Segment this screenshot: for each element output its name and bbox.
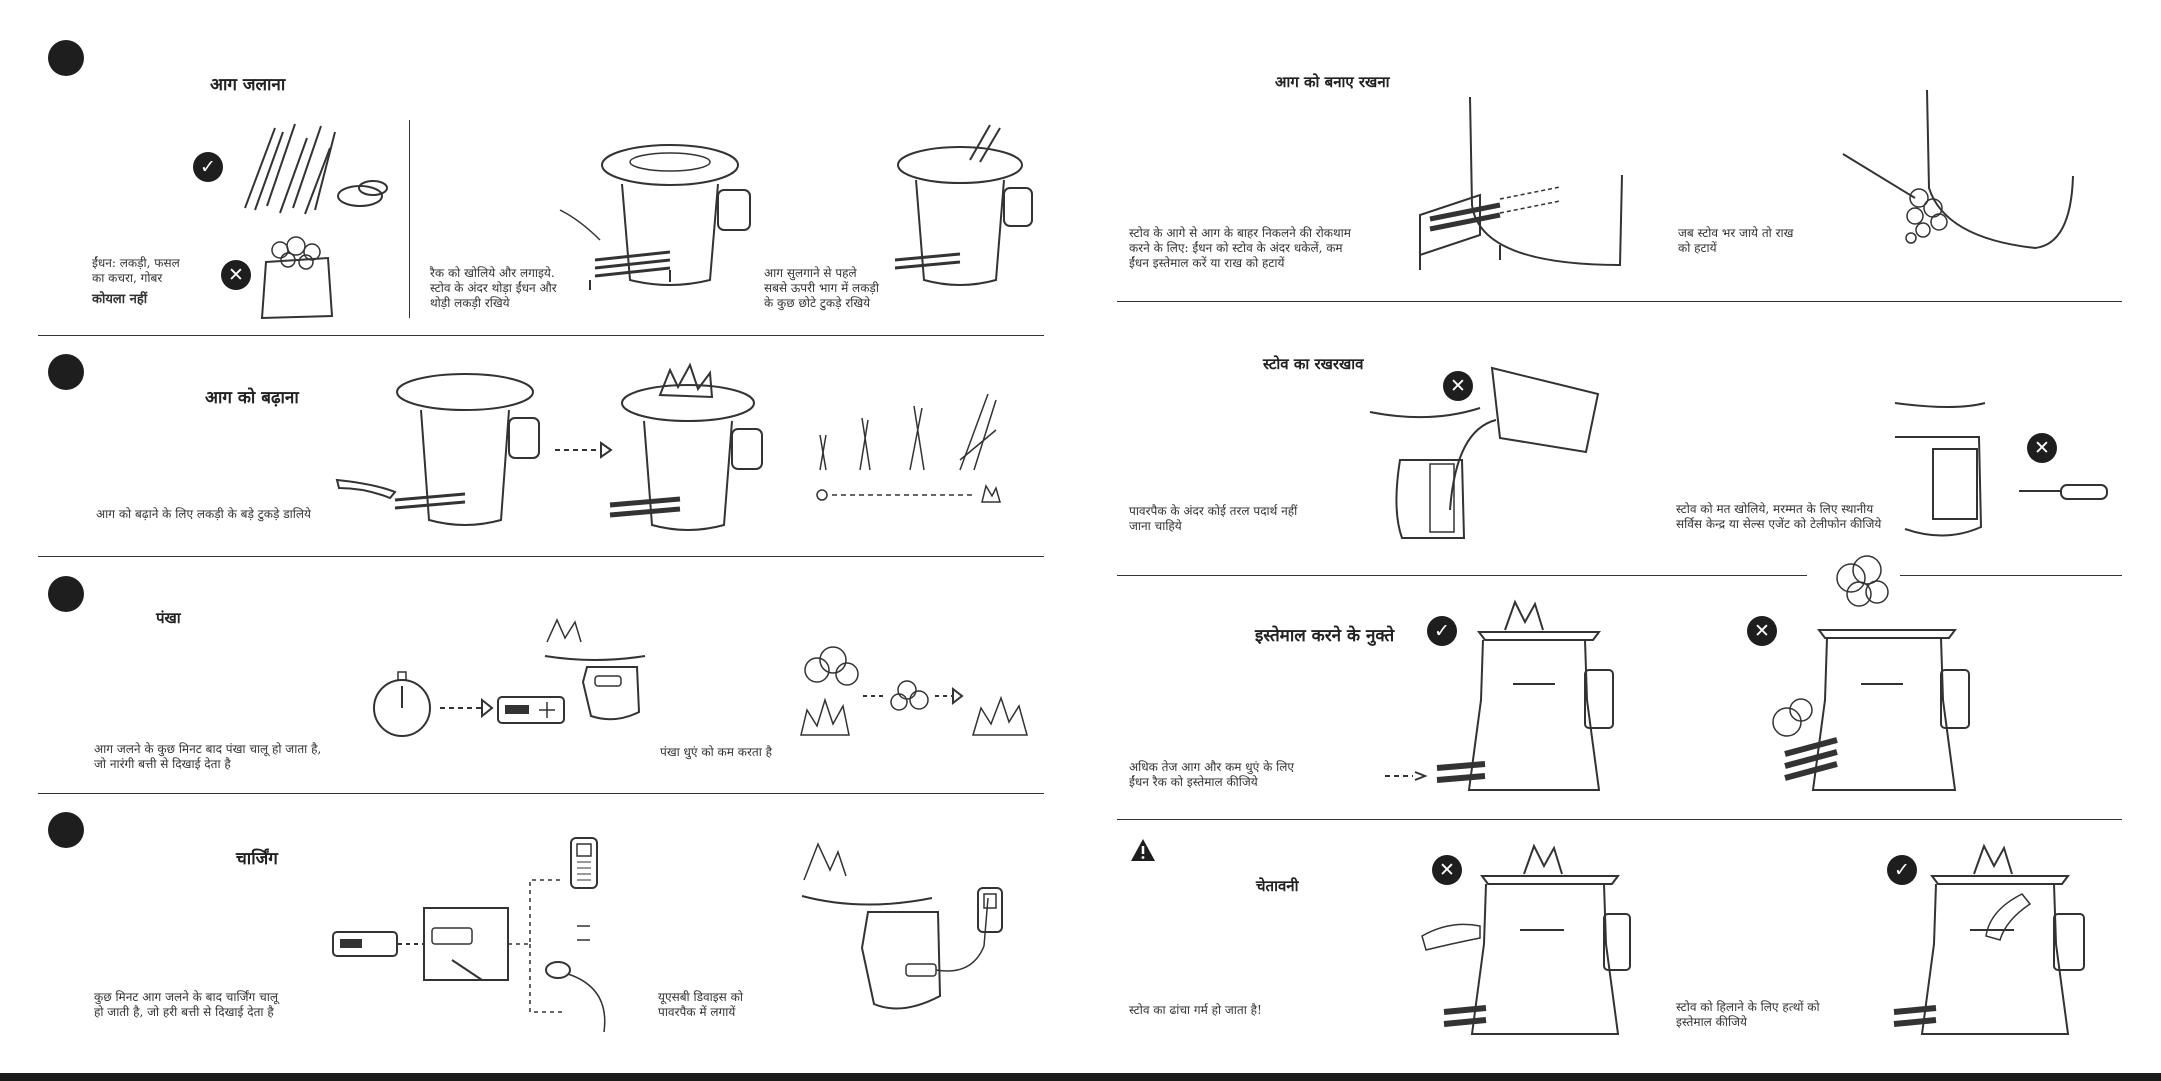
stove-fuel-push-illustration — [1400, 95, 1625, 270]
section-divider — [1117, 301, 2122, 302]
smoke-reduction-illustration — [795, 640, 1035, 740]
smoke-caption: पंखा धुएं को कम करता है — [660, 745, 772, 759]
usage-caption: अधिक तेज आग और कम धुएं के लिए ईंधन रैक क… — [1129, 760, 1295, 789]
wood-size-chart-illustration — [810, 390, 1010, 510]
rack-caption: रैक को खोलिये और लगाइये. स्टोव के अंदर थ… — [430, 266, 557, 310]
cross-icon: ✕ — [1747, 616, 1777, 646]
stove-rack-good-illustration — [1385, 600, 1620, 795]
powerpack-fan-illustration — [545, 612, 645, 727]
section-title-fan: पंखा — [156, 609, 181, 627]
powerpack-charging-illustration — [802, 836, 1017, 1026]
section-title-warning: चेतावनी — [1256, 877, 1299, 895]
stove-kindling-illustration — [890, 120, 1040, 300]
arrow-dashed — [555, 440, 615, 460]
stove-burning-illustration — [600, 365, 770, 540]
phone-icon — [565, 836, 605, 896]
divider-vertical — [409, 120, 410, 318]
section-title-light-fire: आग जलाना — [210, 75, 286, 95]
cross-icon: ✕ — [1443, 371, 1473, 401]
coal-bag-illustration — [258, 232, 338, 322]
section-divider — [1117, 575, 1807, 576]
step-number-dot-3 — [48, 576, 84, 612]
section-title-charging: चार्जिंग — [236, 849, 278, 869]
fuel-sticks-illustration — [235, 118, 395, 218]
handles-caption: स्टोव को हिलाने के लिए हत्थों को इस्तेमा… — [1676, 1000, 1820, 1029]
step-number-dot-1 — [48, 40, 84, 76]
stove-handle-grip-illustration — [1890, 840, 2100, 1035]
stove-log-illustration — [335, 370, 545, 540]
fuel-caption: ईंधन: लकड़ी, फसल का कचरा, गोबर — [92, 256, 180, 285]
hot-caption: स्टोव का ढांचा गर्म हो जाता है! — [1129, 1003, 1262, 1017]
section-divider — [1117, 819, 2122, 820]
warning-icon — [1131, 839, 1155, 861]
kindling-caption: आग सुलगाने से पहले सबसे ऊपरी भाग में लकड… — [764, 266, 879, 310]
cross-icon: ✕ — [1432, 855, 1462, 885]
check-icon: ✓ — [1427, 616, 1457, 646]
section-divider — [1900, 575, 2122, 576]
fan-caption: आग जलने के कुछ मिनट बाद पंखा चालू हो जात… — [94, 742, 322, 771]
section-title-usage-tips: इस्तेमाल करने के नुक्ते — [1255, 626, 1395, 646]
step-number-dot-4 — [48, 812, 84, 848]
no-coal-label: कोयला नहीं — [92, 292, 148, 307]
status-light-panel-icon — [497, 696, 567, 726]
keep-fire-caption: स्टोव के आगे से आग के बाहर निकलने की रोक… — [1129, 226, 1351, 270]
stove-smoke-bad-illustration — [1755, 550, 1990, 795]
check-icon: ✓ — [193, 152, 223, 182]
grow-fire-caption: आग को बढ़ाने के लिए लकड़ी के बड़े टुकड़े… — [96, 507, 311, 521]
usb-caption: यूएसबी डिवाइस को पावरपैक में लगायें — [658, 990, 743, 1019]
no-open-caption: स्टोव को मत खोलिये, मरम्मत के लिए स्थानी… — [1676, 502, 1882, 531]
timer-illustration — [370, 660, 570, 740]
liquid-spill-illustration — [1370, 360, 1605, 550]
ash-removal-illustration — [1835, 88, 2075, 268]
liquid-caption: पावरपैक के अंदर कोई तरल पदार्थ नहीं जाना… — [1129, 504, 1298, 533]
usb-lamp-icon — [540, 958, 630, 1038]
stove-rack-illustration — [560, 140, 760, 290]
check-icon: ✓ — [1887, 855, 1917, 885]
cross-icon: ✕ — [2027, 433, 2057, 463]
bottom-edge-strip — [0, 1073, 2161, 1081]
section-title-grow-fire: आग को बढ़ाना — [205, 388, 299, 408]
section-title-keep-fire: आग को बनाए रखना — [1275, 73, 1390, 91]
section-title-maintenance: स्टोव का रखरखाव — [1263, 355, 1364, 373]
charging-port-diagram — [332, 840, 590, 1020]
repair-service-illustration — [1895, 395, 2120, 545]
step-number-dot-2 — [48, 354, 84, 390]
charging-caption: कुछ मिनट आग जलने के बाद चार्जिंग चालू हो… — [94, 990, 278, 1019]
ash-caption: जब स्टोव भर जाये तो राख को हटायें — [1678, 226, 1794, 255]
section-divider — [38, 556, 1044, 557]
stove-hot-hand-illustration — [1420, 840, 1630, 1035]
cross-icon: ✕ — [221, 260, 251, 290]
section-divider — [38, 793, 1044, 794]
section-divider — [38, 335, 1044, 336]
